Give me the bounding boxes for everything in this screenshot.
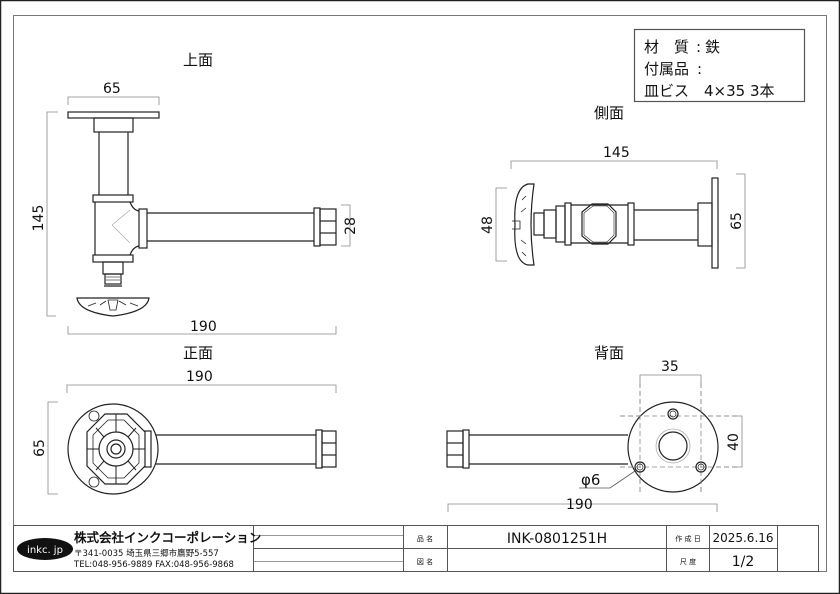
material-label: 材 質 (644, 38, 689, 56)
drawing-name-label: 図 名 (417, 557, 433, 566)
dim-line (510, 160, 718, 169)
spec-box: 材 質 : 鉄 付属品 : 皿ビス 4×35 3本 (633, 28, 806, 103)
dim-back-hole-x: 35 (661, 359, 679, 375)
dim-line (67, 326, 337, 335)
product-name: INK-0801251H (507, 531, 607, 547)
dim-side-knob: 48 (480, 216, 496, 234)
side-view-title: 側面 (594, 104, 624, 122)
product-name-label: 品 名 (417, 534, 433, 543)
dim-top-outlet: 28 (343, 217, 359, 235)
company-address: 〒341-0035 埼玉県三郷市鷹野5-557 (74, 548, 219, 559)
top-view-title: 上面 (183, 51, 213, 69)
back-view: 背面 35 40 φ6 190 (446, 344, 743, 513)
company-logo (17, 538, 73, 560)
material-value: 鉄 (705, 38, 720, 56)
accessories-colon: : (697, 60, 702, 78)
created-date-label: 作 成 日 (675, 534, 700, 543)
dim-line (736, 173, 746, 269)
dim-line (47, 401, 58, 495)
company-name: 株式会社インクコーポレーション (74, 530, 261, 545)
dim-top-width: 65 (103, 81, 121, 97)
dim-side-plate: 65 (729, 212, 745, 230)
scale-value: 1/2 (732, 554, 755, 570)
dim-line (639, 374, 702, 383)
accessories-value: 皿ビス 4×35 3本 (644, 82, 775, 100)
material-colon: : (696, 38, 701, 56)
scale-label: 尺 度 (680, 557, 696, 566)
front-view-title: 正面 (183, 344, 213, 362)
dim-top-height: 145 (31, 205, 47, 232)
dim-side-length: 145 (603, 145, 630, 161)
dim-line (733, 415, 743, 468)
dim-line (46, 111, 58, 317)
logo-text: inkc. jp (27, 545, 63, 556)
dim-top-length: 190 (190, 319, 217, 335)
dim-line (447, 503, 718, 512)
dim-line (341, 204, 351, 247)
company-contact: TEL:048-956-9889 FAX:048-956-9868 (73, 560, 234, 570)
front-view: 正面 190 65 (32, 344, 337, 495)
dim-front-height: 65 (32, 439, 48, 457)
dim-back-hole-dia: φ6 (581, 471, 600, 489)
accessories-label: 付属品 (644, 60, 689, 78)
back-view-title: 背面 (594, 344, 624, 362)
side-view: 側面 145 48 65 (480, 104, 746, 269)
top-view: 上面 65 145 28 (31, 51, 359, 335)
dim-back-hole-y: 40 (726, 433, 742, 451)
created-date: 2025.6.16 (712, 531, 773, 545)
dim-back-length: 190 (566, 497, 593, 513)
dim-front-length: 190 (186, 369, 213, 385)
dim-line (495, 187, 507, 262)
title-block: inkc. jp 株式会社インクコーポレーション 〒341-0035 埼玉県三郷… (13, 525, 819, 572)
dim-line (67, 96, 160, 105)
dim-line (66, 384, 337, 393)
